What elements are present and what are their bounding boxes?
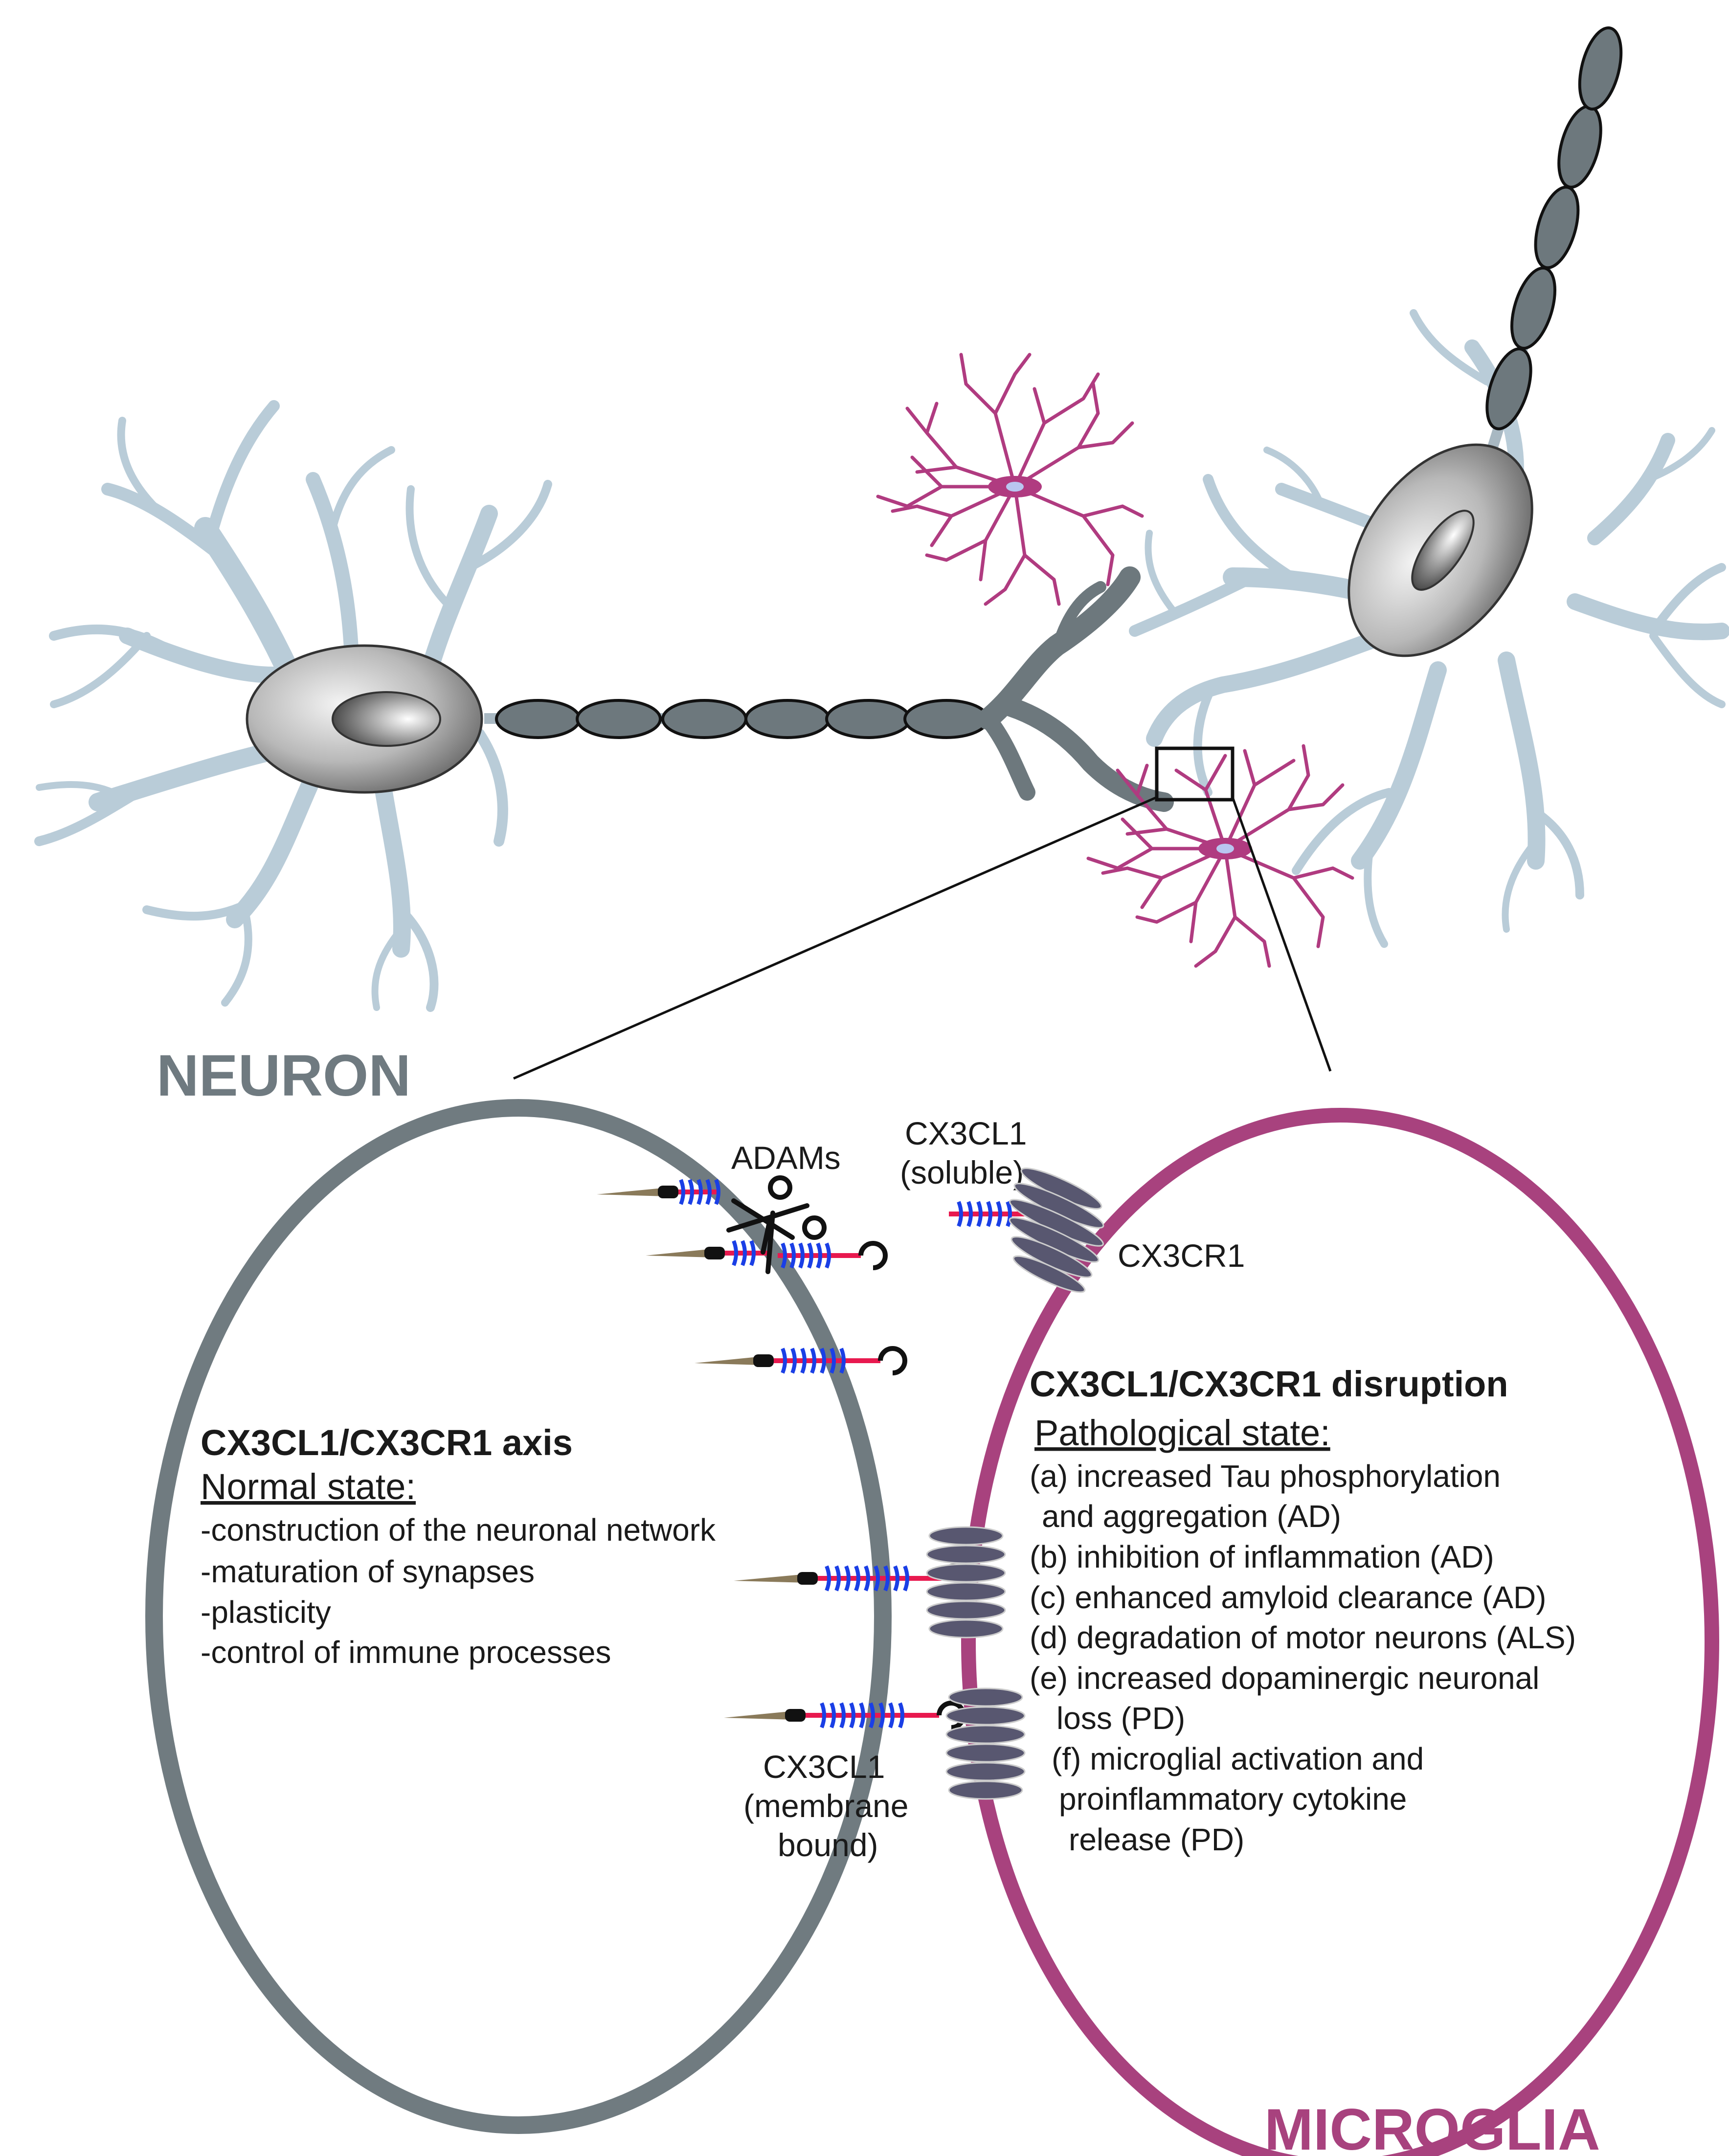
microglia-cell-upper — [876, 353, 1144, 606]
disruption-line: (a) increased Tau phosphorylation — [1030, 1459, 1501, 1494]
cx3cl1-molecule-3 — [695, 1346, 907, 1375]
scissors-icon — [726, 1175, 827, 1274]
soluble-label-line1: CX3CL1 — [905, 1115, 1027, 1151]
right-neuron-dendrites — [1129, 309, 1729, 948]
disruption-line: proinflammatory cytokine — [1059, 1781, 1407, 1817]
disruption-line: release (PD) — [1069, 1822, 1244, 1857]
normal-item: -control of immune processes — [201, 1635, 611, 1670]
neuron-title: NEURON — [157, 1043, 411, 1108]
cx3cl1-molecule-2 — [646, 1240, 768, 1266]
microglia-membrane — [961, 1108, 1719, 2156]
neuron-membrane — [145, 1099, 892, 2134]
cx3cr1-receptor-middle — [926, 1526, 1006, 1639]
cx3cr1-receptor-upper — [1009, 1168, 1104, 1293]
disruption-heading: CX3CL1/CX3CR1 disruption — [1030, 1364, 1508, 1404]
cx3cl1-cleaved-fragment — [778, 1241, 888, 1270]
normal-heading: CX3CL1/CX3CR1 axis — [201, 1422, 573, 1463]
left-neuron-dendrites — [34, 400, 552, 1012]
disruption-line: (f) microglial activation and — [1052, 1741, 1424, 1776]
normal-subheading: Normal state: — [201, 1466, 416, 1507]
zoom-line-right — [1231, 797, 1332, 1072]
vertical-axon — [1485, 26, 1623, 452]
disruption-line: (d) degradation of motor neurons (ALS) — [1030, 1620, 1576, 1655]
right-neuron-nucleus — [1411, 510, 1475, 591]
cx3cl1-molecule-1 — [597, 1179, 720, 1205]
disruption-subheading: Pathological state: — [1034, 1413, 1330, 1453]
membrane-label-line3: bound) — [778, 1827, 878, 1863]
normal-item: -plasticity — [201, 1595, 331, 1630]
left-neuron-nucleus — [332, 691, 441, 747]
membrane-label-line1: CX3CL1 — [763, 1749, 885, 1785]
cx3cl1-bound-molecule-2 — [724, 1701, 966, 1730]
disruption-line: and aggregation (AD) — [1042, 1499, 1341, 1534]
normal-item: -construction of the neuronal network — [201, 1512, 716, 1548]
pathological-state-panel: CX3CL1/CX3CR1 disruption Pathological st… — [1030, 1364, 1576, 1857]
axon-terminal — [977, 566, 1174, 812]
disruption-line: (e) increased dopaminergic neuronal — [1030, 1661, 1539, 1696]
disruption-line: (b) inhibition of inflammation (AD) — [1030, 1539, 1494, 1574]
adams-label: ADAMs — [731, 1140, 841, 1176]
cx3cr1-receptor-lower — [945, 1687, 1026, 1800]
soluble-label-line2: (soluble) — [900, 1154, 1024, 1190]
receptor-label: CX3CR1 — [1118, 1237, 1245, 1274]
disruption-line: loss (PD) — [1056, 1701, 1185, 1736]
membrane-label-line2: (membrane — [743, 1788, 908, 1824]
normal-state-panel: CX3CL1/CX3CR1 axis Normal state: -constr… — [201, 1422, 716, 1670]
zoom-line-left — [513, 796, 1158, 1080]
horizontal-axon — [484, 699, 993, 739]
normal-item: -maturation of synapses — [201, 1554, 535, 1589]
disruption-line: (c) enhanced amyloid clearance (AD) — [1030, 1580, 1546, 1615]
zoom-box — [1155, 746, 1235, 802]
